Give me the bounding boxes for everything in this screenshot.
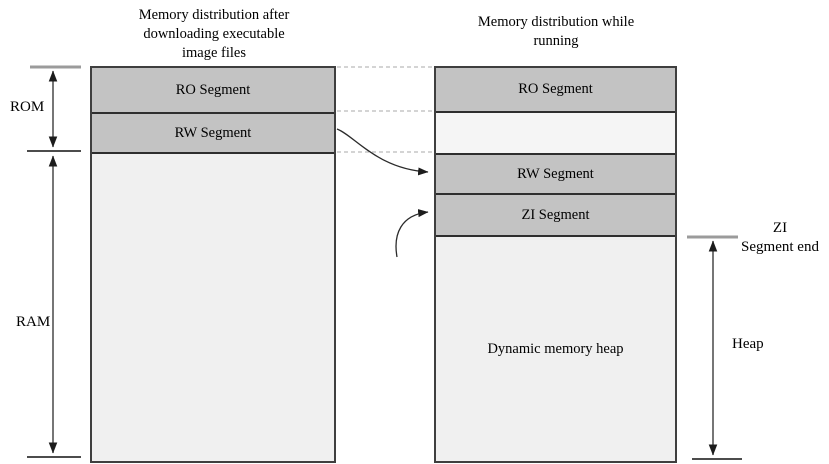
left-column-title: Memory distribution after downloading ex…: [138, 7, 290, 61]
right-rw-segment-label: RW Segment: [517, 165, 594, 182]
left-ro-segment: RO Segment: [92, 68, 334, 112]
dynamic-memory-heap: Dynamic memory heap: [436, 235, 675, 461]
right-zi-segment-label: ZI Segment: [521, 206, 590, 223]
rom-label: ROM: [10, 99, 45, 115]
zi-segment-end-label: ZI Segment end: [741, 220, 819, 255]
dashed-guide-lines: [337, 66, 433, 153]
memory-column-while-running: RO Segment RW Segment ZI Segment Dynamic…: [434, 66, 677, 463]
rw-mapping-curved-arrow-icon: [336, 128, 429, 176]
left-ro-segment-label: RO Segment: [175, 81, 251, 98]
right-rw-segment: RW Segment: [436, 153, 675, 193]
right-ro-segment: RO Segment: [436, 68, 675, 111]
ram-label: RAM: [16, 314, 51, 330]
memory-column-after-download: RO Segment RW Segment: [90, 66, 336, 463]
left-rw-segment: RW Segment: [92, 112, 334, 152]
left-rw-segment-label: RW Segment: [174, 124, 252, 141]
left-empty-area: [92, 152, 334, 461]
right-ro-segment-label: RO Segment: [518, 81, 593, 97]
zi-mapping-curved-arrow-icon: [395, 209, 429, 258]
right-zi-segment: ZI Segment: [436, 193, 675, 235]
right-gap-area: [436, 111, 675, 153]
right-column-title: Memory distribution while running: [477, 14, 635, 49]
heap-label: Heap: [732, 336, 764, 352]
dynamic-memory-heap-label: Dynamic memory heap: [487, 340, 624, 357]
